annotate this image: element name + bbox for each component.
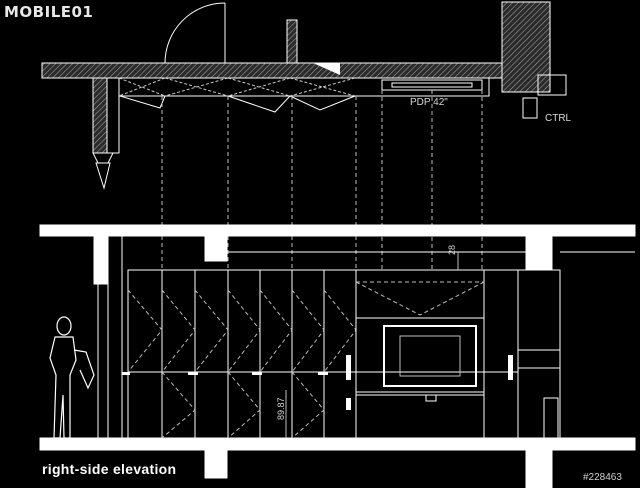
tv-label: PDP 42": [410, 97, 448, 108]
plan-right-column: [501, 1, 551, 93]
ceiling-slab: [39, 224, 636, 237]
dimension-label-top: 28: [447, 244, 457, 255]
plan-left-jamb: [106, 77, 120, 154]
plan-left-wall: [92, 77, 108, 154]
watermark-logo: MOBILE01: [4, 3, 94, 21]
plan-wall: [41, 62, 513, 79]
image-id: #228463: [583, 472, 622, 483]
handles: [122, 355, 513, 410]
pdp-tv-plan: [381, 79, 483, 91]
human-figure: [49, 316, 95, 439]
dimension-label-side: 89.87: [276, 397, 286, 420]
tv-surround: [355, 317, 485, 393]
plan-column: [286, 19, 298, 64]
floor-slab: [39, 437, 636, 451]
pdp-tv-elevation: [383, 325, 477, 387]
elevation-view: [39, 224, 636, 488]
drawing-caption: right-side elevation: [42, 461, 177, 477]
beam-left: [204, 235, 228, 262]
control-label: CTRL: [545, 113, 572, 124]
plan-view: [41, 1, 567, 270]
beam-right: [525, 235, 553, 270]
cabinet-dividers: [161, 270, 485, 438]
door-swing: [164, 2, 226, 64]
ctrl-box: [522, 97, 538, 119]
